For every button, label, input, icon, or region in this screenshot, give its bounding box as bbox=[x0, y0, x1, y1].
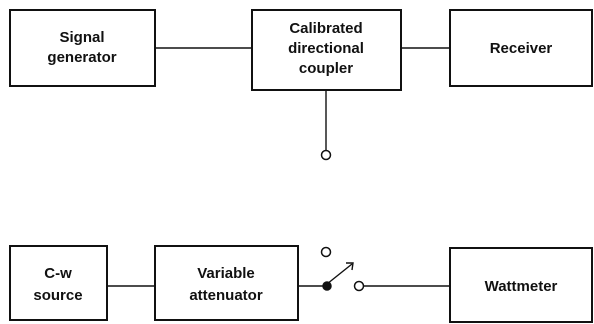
switch-blade-arrowhead bbox=[346, 262, 354, 271]
switch-terminal-coupler bbox=[320, 246, 332, 258]
cw-source-block: C-w source bbox=[9, 245, 108, 321]
directional-coupler-label-1: Calibrated bbox=[289, 20, 362, 37]
coupler-port-terminal bbox=[320, 149, 332, 161]
receiver-label: Receiver bbox=[490, 40, 553, 57]
variable-attenuator-block: Variable attenuator bbox=[154, 245, 299, 321]
signal-generator-label-1: Signal bbox=[59, 29, 104, 46]
signal-generator-block: Signal generator bbox=[9, 9, 156, 87]
signal-generator-label-2: generator bbox=[47, 49, 116, 66]
directional-coupler-label-3: coupler bbox=[299, 60, 353, 77]
cw-source-label-2: source bbox=[33, 287, 82, 304]
switch-terminal-wattmeter bbox=[353, 280, 365, 292]
receiver-block: Receiver bbox=[449, 9, 593, 87]
directional-coupler-block: Calibrated directional coupler bbox=[251, 9, 402, 91]
wattmeter-label: Wattmeter bbox=[485, 278, 558, 295]
switch-blade bbox=[326, 263, 353, 285]
directional-coupler-label-2: directional bbox=[288, 40, 364, 57]
switch-pivot-terminal bbox=[322, 281, 332, 291]
cw-source-label-1: C-w bbox=[44, 265, 72, 282]
variable-attenuator-label-2: attenuator bbox=[189, 287, 263, 304]
wattmeter-block: Wattmeter bbox=[449, 247, 593, 323]
variable-attenuator-label-1: Variable bbox=[197, 265, 255, 282]
